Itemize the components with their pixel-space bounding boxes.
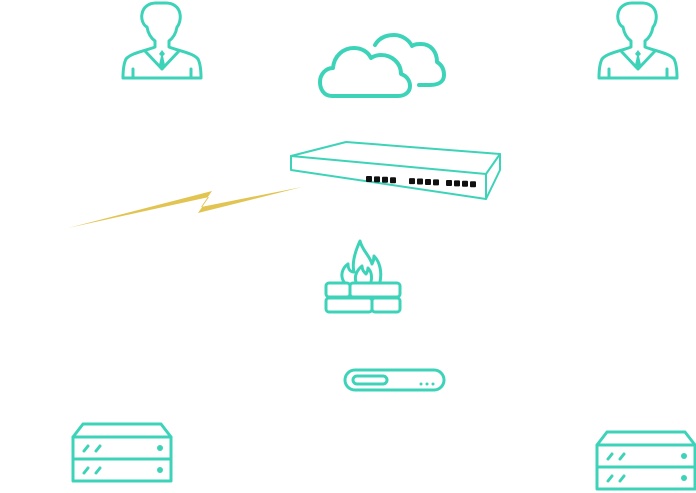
- server-icon: [71, 422, 173, 483]
- switch-port: [462, 180, 468, 187]
- cloud-icon: [318, 33, 446, 98]
- switch-port: [454, 180, 460, 187]
- switch-port: [470, 181, 476, 188]
- person-with-tie-icon: [121, 1, 203, 80]
- user-left-node[interactable]: [121, 1, 203, 81]
- server-left-node[interactable]: [71, 421, 173, 485]
- switch-port: [409, 178, 415, 185]
- lightning-bolt-icon: [68, 187, 302, 228]
- wireless-link: [66, 185, 306, 231]
- switch-port: [374, 176, 380, 183]
- server-right-node[interactable]: [595, 429, 696, 493]
- switch-port: [382, 176, 388, 183]
- router-icon: [343, 368, 446, 392]
- firewall-icon: [324, 239, 402, 314]
- switch-port: [425, 178, 431, 185]
- switch-ports: [366, 176, 476, 188]
- switch-node[interactable]: [288, 140, 503, 204]
- switch-port: [433, 179, 439, 186]
- firewall-node[interactable]: [324, 238, 404, 316]
- switch-port: [446, 180, 452, 186]
- router-node[interactable]: [343, 368, 447, 394]
- server-icon: [595, 430, 696, 491]
- person-with-tie-icon: [597, 1, 679, 80]
- user-right-node[interactable]: [597, 1, 679, 81]
- switch-icon: [290, 141, 501, 200]
- switch-port: [417, 178, 423, 185]
- switch-port: [366, 176, 372, 182]
- cloud-node[interactable]: [318, 32, 446, 100]
- switch-port: [390, 177, 396, 184]
